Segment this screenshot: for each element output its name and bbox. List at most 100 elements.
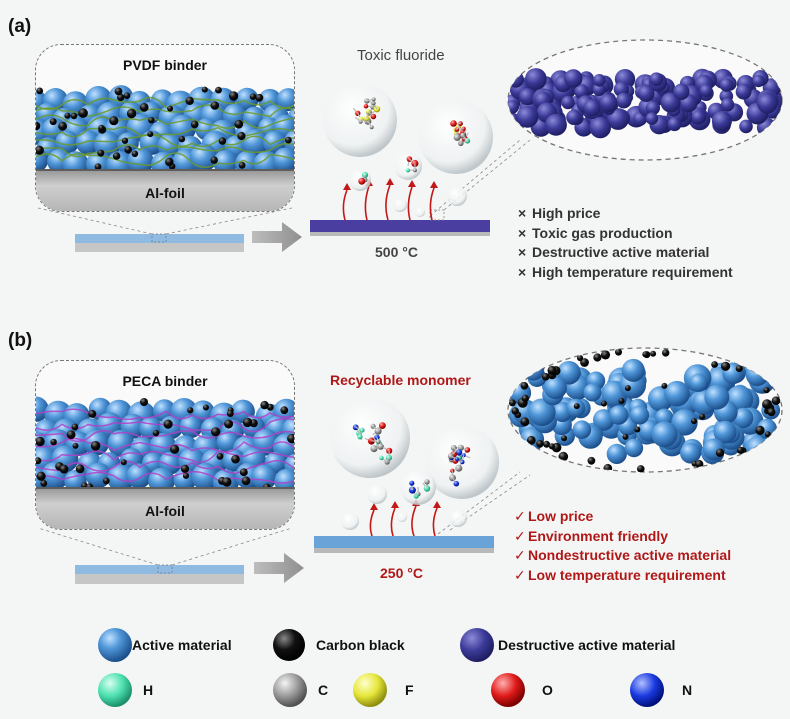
- carbon-black-particle: [260, 400, 269, 410]
- destructive-particle: [649, 72, 664, 86]
- destructive-particle: [592, 82, 606, 96]
- panel-label-a: (a): [8, 16, 32, 37]
- carbon-black-particle: [215, 86, 222, 94]
- carbon-black-particle: [249, 93, 257, 100]
- carbon-black-particle: [231, 454, 240, 464]
- destructive-particle: [719, 78, 734, 92]
- destructive-particle: [545, 113, 567, 136]
- carbon-black-particle: [520, 417, 530, 427]
- pvdf-binder-title: PVDF binder: [122, 57, 207, 73]
- active-material-particle: [191, 462, 220, 491]
- advantage-item: ✓Low temperature requirement: [514, 566, 726, 583]
- legend-destructive-active-material: Destructive active material: [498, 637, 676, 653]
- active-material-particle: [75, 130, 100, 155]
- legend-spheres: [98, 628, 664, 707]
- carbon-black-particle: [576, 354, 584, 362]
- carbon-black-particle: [767, 408, 776, 417]
- carbon-black-particle: [201, 86, 208, 93]
- atom: [379, 455, 384, 461]
- carbon-black-particle: [59, 464, 69, 474]
- atom: [358, 177, 366, 185]
- carbon-black-particle: [536, 440, 544, 448]
- active-material-particle: [213, 150, 238, 175]
- carbon-black-particle: [66, 430, 76, 440]
- carbon-black-particle: [622, 433, 629, 440]
- atom: [453, 133, 461, 141]
- binder-strand: [36, 437, 294, 453]
- advantage-item: ✓Low price: [514, 508, 594, 524]
- carbon-black-particle: [78, 108, 88, 118]
- carbon-black-particle: [691, 418, 697, 425]
- carbon-black-particle: [661, 382, 668, 389]
- destructive-particle: [599, 93, 618, 112]
- destructive-particle: [583, 99, 601, 117]
- atom: [377, 443, 384, 450]
- carbon-black-particle: [601, 400, 607, 407]
- carbon-black-particle: [239, 468, 248, 477]
- destructive-particle: [699, 84, 713, 98]
- atom: [464, 138, 471, 144]
- peca-particles: [36, 396, 294, 496]
- carbon-black-particle: [255, 93, 264, 102]
- carbon-black-particle: [541, 373, 550, 381]
- carbon-black-particle: [70, 112, 78, 120]
- legend-fluorine: F: [405, 682, 414, 698]
- destructive-particle: [735, 83, 752, 100]
- carbon-sphere: [273, 673, 307, 707]
- atom: [369, 125, 374, 130]
- rising-gas-arrows-a: [342, 184, 435, 221]
- destructive-particle: [566, 109, 582, 126]
- carbon-black-particle: [120, 459, 127, 466]
- carbon-black-particle: [36, 436, 45, 447]
- legend-nitrogen: N: [682, 682, 693, 698]
- carbon-black-particle: [112, 152, 121, 160]
- carbon-black-particle: [764, 431, 771, 438]
- destructive-particle: [673, 83, 690, 101]
- binder-strand: [36, 126, 294, 138]
- temperature-label-b: 250 °C: [380, 565, 423, 581]
- active-material-particle: [583, 383, 602, 402]
- carbon-black-particle: [285, 136, 292, 144]
- active-material-particle: [126, 463, 152, 489]
- destructive-particle: [739, 119, 753, 134]
- active-material-particle: [664, 380, 690, 407]
- carbon-black-particle: [721, 361, 731, 371]
- carbon-black-particle: [241, 476, 251, 486]
- drawback-item: ×Destructive active material: [518, 244, 710, 260]
- carbon-black-particle: [287, 433, 294, 444]
- legend-hydrogen: H: [143, 682, 154, 698]
- carbon-black-particle: [735, 364, 743, 373]
- active-material-particle: [557, 361, 581, 385]
- atom: [364, 98, 370, 104]
- carbon-black-particle: [521, 394, 529, 402]
- legend-carbon-black: Carbon black: [316, 637, 405, 653]
- carbon-black-particle: [167, 105, 174, 112]
- carbon-black-particle: [36, 121, 41, 131]
- carbon-black-particle: [695, 460, 704, 469]
- carbon-black-particle: [102, 477, 110, 485]
- carbon-black-particle: [203, 404, 209, 411]
- carbon-black-particle: [178, 135, 186, 143]
- carbon-black-particle: [98, 124, 105, 132]
- carbon-black-particle: [36, 457, 42, 465]
- carbon-black-particle: [547, 365, 557, 375]
- al-foil-layer-a: [36, 169, 294, 211]
- active-material-particle: [528, 398, 556, 427]
- atom: [357, 434, 363, 440]
- carbon-black-particle: [90, 441, 101, 451]
- carbon-black-particle: [210, 156, 218, 164]
- al-foil-label-b: Al-foil: [145, 503, 185, 519]
- al-foil-layer-b: [36, 487, 294, 529]
- carbon-black-particle: [218, 137, 227, 145]
- carbon-black-particle: [210, 101, 220, 110]
- carbon-black-particle: [170, 444, 180, 454]
- carbon-black-particle: [280, 406, 289, 415]
- carbon-black-particle: [75, 464, 85, 474]
- carbon-black-particle: [711, 361, 718, 368]
- binder-strand: [36, 471, 294, 484]
- destructive-particle: [667, 117, 682, 132]
- active-material-particle: [629, 405, 650, 425]
- atom: [370, 113, 377, 120]
- active-material-particle: [508, 435, 525, 461]
- carbon-black-particle: [140, 398, 148, 406]
